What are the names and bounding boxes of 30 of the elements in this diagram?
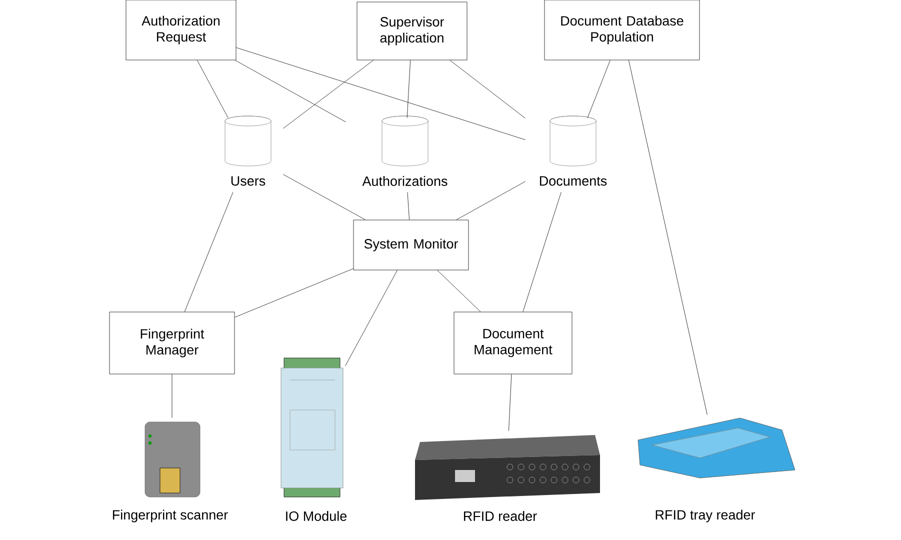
connector-line [407, 192, 410, 220]
connector-line [234, 268, 354, 318]
picture-caption: Fingerprint scanner [112, 510, 228, 522]
database-label: Users [231, 176, 266, 186]
process-box: Fingerprint Manager [109, 312, 235, 374]
connector-line [628, 60, 708, 415]
picture-caption: RFID tray reader [656, 510, 756, 522]
process-box: System Monitor [353, 220, 469, 270]
connector-line [522, 192, 562, 312]
connector-line [450, 60, 526, 118]
connector-line [406, 60, 411, 118]
database-label: Authorizations [362, 176, 448, 186]
picture-caption: IO Module [286, 511, 347, 521]
connector-line [437, 270, 481, 312]
process-box: Authorization Request [126, 0, 236, 60]
process-box: Document Database Population [544, 0, 700, 60]
process-box: Supervisor application [356, 2, 468, 60]
connector-line [283, 174, 366, 220]
connector-line [234, 60, 346, 122]
connector-line [508, 374, 512, 431]
connector-line [345, 270, 398, 366]
connector-line [587, 60, 610, 118]
picture-caption: RFID reader [464, 511, 537, 521]
connector-line [456, 181, 526, 220]
connector-line [197, 60, 228, 118]
connector-line [283, 60, 374, 129]
connector-line [236, 47, 526, 140]
process-box: Document Management [454, 312, 572, 374]
database-label: Documents [540, 176, 607, 186]
connector-line [184, 192, 234, 312]
